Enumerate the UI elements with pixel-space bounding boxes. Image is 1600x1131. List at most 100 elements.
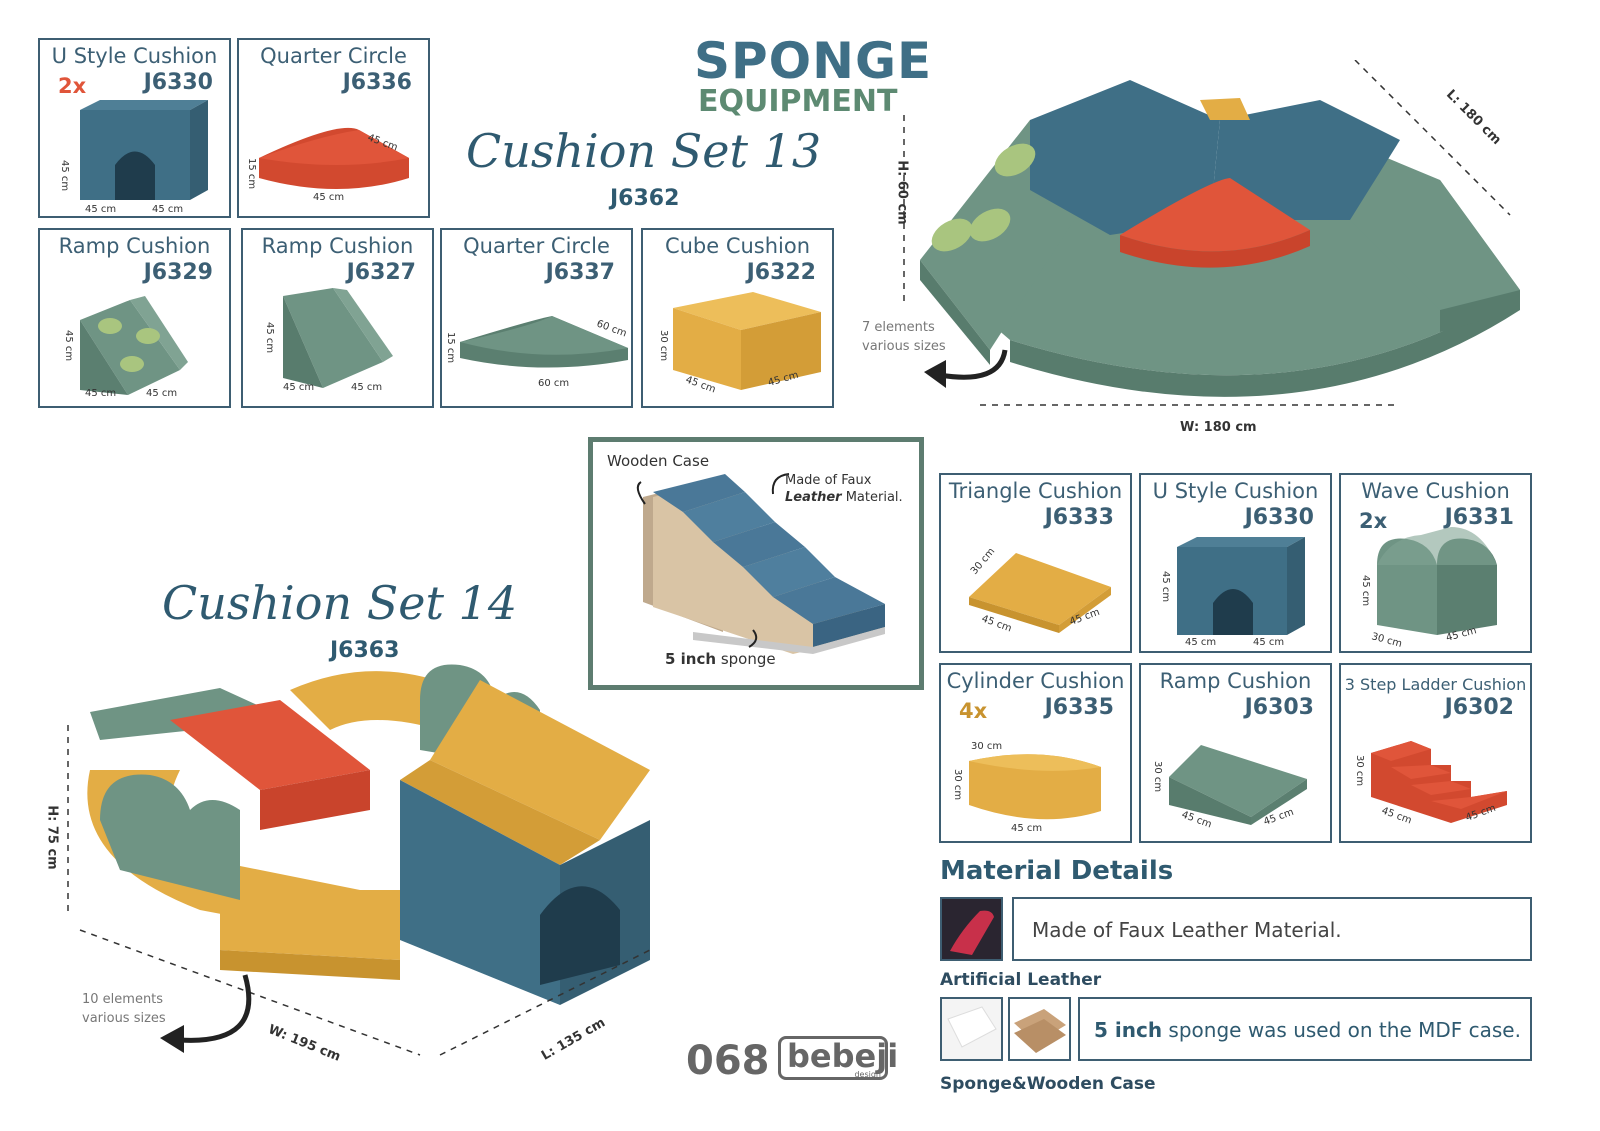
svg-text:45 cm: 45 cm	[152, 204, 183, 215]
set14-assembly-illustration	[67, 664, 651, 1056]
set14-title: Cushion Set 14	[162, 576, 518, 630]
wooden-case-note: Made of Faux Leather Material.	[785, 472, 903, 506]
quarter-circle-illustration: 15 cm 45 cm 45 cm	[246, 127, 409, 203]
set13-code: J6362	[610, 186, 680, 211]
svg-text:30 cm: 30 cm	[952, 769, 963, 800]
svg-text:45 cm: 45 cm	[313, 192, 344, 203]
set13-title: Cushion Set 13	[466, 124, 822, 178]
artificial-leather-label: Artificial Leather	[940, 970, 1102, 990]
wooden-case-label: Wooden Case	[607, 452, 710, 470]
product-code: J6336	[342, 70, 412, 95]
product-code: J6333	[1044, 505, 1114, 530]
sponge-description-rest: sponge was used on the MDF case.	[1162, 1018, 1521, 1042]
product-title: Quarter Circle	[463, 234, 610, 258]
triangle-cushion-illustration: 30 cm 45 cm 45 cm	[969, 546, 1111, 634]
product-code: J6322	[746, 260, 816, 285]
product-card-quarter-circle-j6337: Quarter Circle J6337 15 cm 60 cm 60 cm	[440, 228, 633, 408]
u-style-cushion-illustration: 45 cm 45 cm 45 cm	[1160, 537, 1305, 648]
brand-logo: SPONGE EQUIPMENT	[694, 36, 931, 118]
bebeji-logo-sub: design	[854, 1070, 881, 1079]
svg-text:45 cm: 45 cm	[85, 388, 116, 399]
product-qty: 2x	[1359, 509, 1388, 533]
product-qty: 2x	[58, 74, 87, 98]
sponge-description-box: 5 inch sponge was used on the MDF case.	[1078, 997, 1532, 1061]
product-card-ramp-j6303: Ramp Cushion J6303 30 cm 45 cm 45 cm	[1139, 663, 1332, 843]
svg-text:15 cm: 15 cm	[445, 332, 456, 363]
ramp-illustration: 45 cm 45 cm 45 cm	[264, 288, 393, 393]
set13-assembly-illustration	[903, 60, 1520, 406]
product-title: Cylinder Cushion	[946, 669, 1125, 693]
svg-text:45 cm: 45 cm	[264, 322, 275, 353]
svg-text:30 cm: 30 cm	[971, 741, 1002, 752]
svg-text:45 cm: 45 cm	[1160, 571, 1171, 602]
product-card-u-style-j6330: U Style Cushion 2x J6330 45 cm 45 cm 45 …	[38, 38, 231, 218]
set13-elements-count: 7 elements	[862, 320, 935, 335]
cylinder-cushion-illustration: 30 cm 30 cm 45 cm	[952, 741, 1101, 834]
svg-text:30 cm: 30 cm	[658, 330, 669, 361]
svg-text:45 cm: 45 cm	[283, 382, 314, 393]
bebeji-logo: bebeji design	[778, 1036, 898, 1080]
catalog-page-number: 068	[686, 1038, 770, 1084]
sponge-swatch-image	[942, 999, 1001, 1059]
sponge-swatch	[940, 997, 1003, 1061]
bebeji-logo-text: bebeji	[787, 1037, 899, 1075]
product-title: Triangle Cushion	[948, 479, 1123, 503]
svg-text:45 cm: 45 cm	[1185, 637, 1216, 648]
wooden-case-note-bold: Leather	[785, 490, 842, 505]
set14-elements-count: 10 elements	[82, 992, 164, 1007]
product-title: U Style Cushion	[51, 44, 218, 68]
set13-elements-sizes: various sizes	[862, 339, 946, 354]
product-code: J6335	[1044, 695, 1114, 720]
svg-text:15 cm: 15 cm	[246, 158, 257, 189]
product-code: J6330	[1244, 505, 1314, 530]
svg-text:30 cm: 30 cm	[1354, 755, 1365, 786]
artificial-leather-swatch	[940, 897, 1003, 961]
product-card-ramp-j6327: Ramp Cushion J6327 45 cm 45 cm 45 cm	[241, 228, 434, 408]
product-title: 3 Step Ladder Cushion	[1344, 675, 1527, 694]
product-card-triangle-j6333: Triangle Cushion J6333 30 cm 45 cm 45 cm	[939, 473, 1132, 653]
material-details-heading: Material Details	[940, 856, 1174, 886]
product-card-ramp-j6329: Ramp Cushion J6329 45 cm 45 cm 45 cm	[38, 228, 231, 408]
wooden-case-swatch	[1008, 997, 1071, 1061]
product-card-cylinder-j6335: Cylinder Cushion 4x J6335 30 cm 30 cm 45…	[939, 663, 1132, 843]
svg-text:45 cm: 45 cm	[1011, 823, 1042, 834]
product-code: J6303	[1244, 695, 1314, 720]
product-code: J6331	[1444, 505, 1514, 530]
sponge-description-thickness: 5 inch	[1094, 1018, 1163, 1042]
product-card-u-style-j6330-set14: U Style Cushion J6330 45 cm 45 cm 45 cm	[1139, 473, 1332, 653]
product-code: J6327	[346, 260, 416, 285]
ramp-illustration: 30 cm 45 cm 45 cm	[1152, 745, 1307, 830]
artificial-leather-description-box: Made of Faux Leather Material.	[1012, 897, 1532, 961]
cube-cushion-illustration: 30 cm 45 cm 45 cm	[658, 292, 821, 395]
product-code: J6302	[1444, 695, 1514, 720]
set14-elements-note: 10 elements various sizes	[82, 990, 166, 1028]
ramp-with-grips-illustration: 45 cm 45 cm 45 cm	[63, 296, 188, 399]
set13-elements-note: 7 elements various sizes	[862, 318, 946, 356]
product-title: Ramp Cushion	[1159, 669, 1312, 693]
wooden-case-sponge-note: 5 inch sponge	[665, 650, 776, 668]
svg-text:45 cm: 45 cm	[85, 204, 116, 215]
product-title: Quarter Circle	[260, 44, 407, 68]
product-code: J6329	[143, 260, 213, 285]
sponge-description: 5 inch sponge was used on the MDF case.	[1094, 1018, 1521, 1042]
set14-height-label: H: 75 cm	[44, 805, 60, 870]
product-card-3-step-ladder-j6302: 3 Step Ladder Cushion J6302 30 cm 45 cm …	[1339, 663, 1532, 843]
set14-elements-sizes: various sizes	[82, 1011, 166, 1026]
svg-text:30 cm: 30 cm	[1152, 761, 1163, 792]
step-ladder-illustration: 30 cm 45 cm 45 cm	[1354, 741, 1507, 826]
product-qty: 4x	[959, 699, 988, 723]
svg-text:60 cm: 60 cm	[538, 378, 569, 389]
svg-text:45 cm: 45 cm	[59, 160, 70, 191]
product-title: U Style Cushion	[1152, 479, 1319, 503]
product-title: Wave Cushion	[1361, 479, 1510, 503]
artificial-leather-description: Made of Faux Leather Material.	[1032, 918, 1342, 942]
set13-height-label: H: 60 cm	[894, 160, 910, 225]
wooden-case-note-line2: Material.	[841, 490, 903, 505]
product-code: J6330	[143, 70, 213, 95]
set13-width-label: W: 180 cm	[1180, 420, 1257, 435]
u-style-cushion-illustration: 45 cm 45 cm 45 cm	[59, 100, 208, 215]
product-card-quarter-circle-j6336: Quarter Circle J6336 15 cm 45 cm 45 cm	[237, 38, 430, 218]
product-title: Ramp Cushion	[261, 234, 414, 258]
sponge-thickness: 5 inch	[665, 650, 717, 668]
product-title: Cube Cushion	[664, 234, 811, 258]
